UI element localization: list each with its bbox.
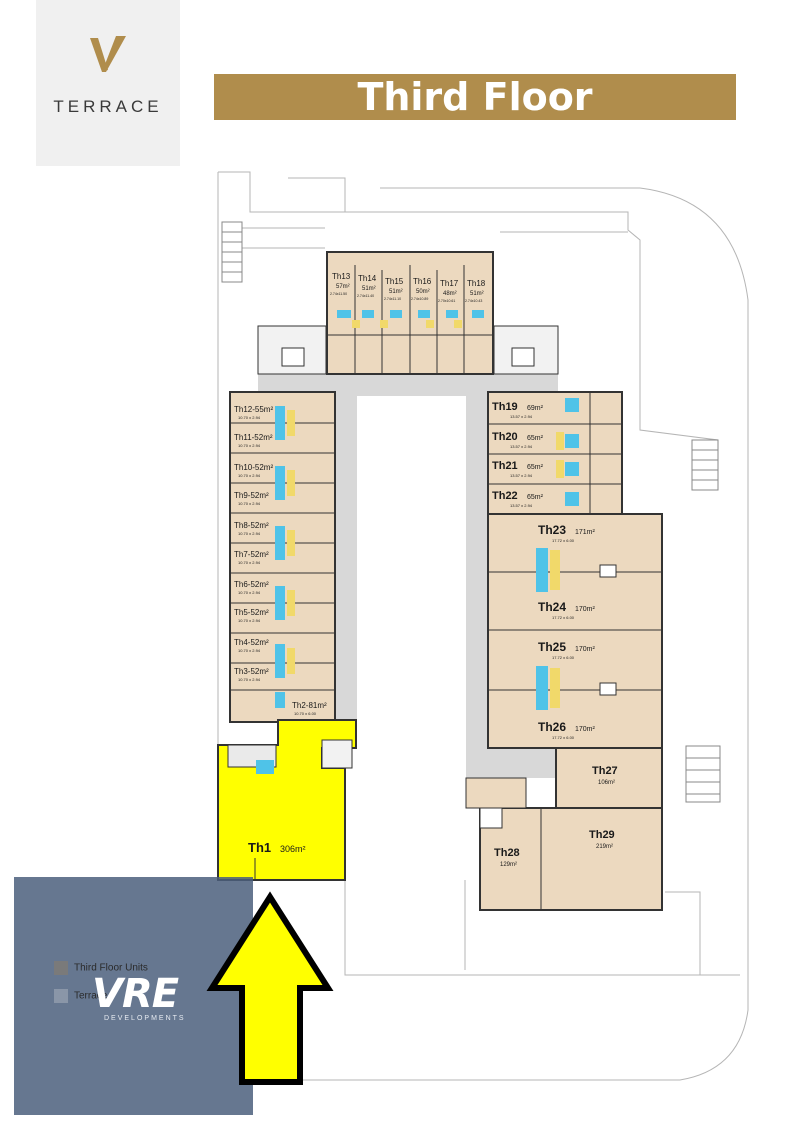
unit-th25-dims: 17.72 x 6.00: [552, 655, 575, 660]
unit-th1-name: Th1: [248, 840, 271, 855]
legend-label-terrace: Terrace: [74, 990, 108, 1002]
unit-th17-dims: 2.70x10.61: [438, 299, 455, 303]
unit-th4-dims: 10.70 x 2.94: [238, 648, 261, 653]
unit-th24-name: Th24: [538, 600, 566, 614]
unit-th1-highlight: [217, 719, 357, 881]
unit-th6-dims: 10.70 x 2.94: [238, 590, 261, 595]
unit-th15-dims: 2.74x11.10: [384, 297, 401, 301]
unit-th8-name: Th8-52m²: [234, 521, 269, 530]
corridor: [258, 374, 558, 778]
unit-th1-area: 306m²: [280, 844, 306, 854]
unit-th16-area: 50m²: [416, 289, 430, 295]
stair-right: [685, 439, 721, 803]
left-wing: [229, 391, 336, 723]
unit-th24-dims: 17.72 x 6.00: [552, 615, 575, 620]
right-wing-upper: [487, 391, 623, 515]
terrace-logo-mark-icon: [90, 36, 126, 72]
unit-th25-name: Th25: [538, 640, 566, 654]
watermark-logo: VRE: [92, 971, 179, 1017]
unit-th16-name: Th16: [413, 277, 432, 286]
unit-th7-dims: 10.70 x 2.94: [238, 560, 261, 565]
unit-th21-dims: 13.57 x 2.94: [510, 473, 533, 478]
unit-th23-name: Th23: [538, 523, 566, 537]
unit-th15-area: 51m²: [389, 289, 403, 295]
unit-th23-dims: 17.72 x 6.00: [552, 538, 575, 543]
unit-th14-area: 51m²: [362, 286, 376, 292]
elevator-core: [257, 325, 559, 375]
legend-swatch-terrace: [54, 989, 68, 1003]
page-title: Third Floor: [214, 74, 736, 120]
unit-th26-name: Th26: [538, 720, 566, 734]
legend-item-terrace: Terrace: [54, 989, 107, 1003]
unit-th11-name: Th11-52m²: [234, 433, 273, 442]
unit-th21-name: Th21: [492, 460, 518, 472]
legend-item-units: Third Floor Units: [54, 961, 148, 975]
unit-th18-dims: 2.74x10.43: [465, 299, 482, 303]
unit-th17-area: 48m²: [443, 291, 457, 297]
unit-th2-dims: 10.70 x 6.00: [294, 711, 317, 716]
bottom-right-block: [465, 747, 663, 911]
unit-th7-name: Th7-52m²: [234, 550, 269, 559]
unit-th17-name: Th17: [440, 279, 459, 288]
unit-th20-dims: 13.57 x 2.94: [510, 444, 533, 449]
unit-th22-area: 65m²: [527, 494, 544, 501]
unit-th16-dims: 2.74x10.89: [411, 297, 428, 301]
unit-th2-name: Th2-81m²: [292, 701, 327, 710]
unit-th28-area: 129m²: [500, 862, 517, 868]
unit-th10-dims: 10.70 x 2.94: [238, 473, 261, 478]
unit-th5-name: Th5-52m²: [234, 608, 269, 617]
unit-th27-area: 106m²: [598, 780, 615, 786]
unit-labels: Th13 57m² 2.74x11.50 Th14 51m² 2.74x11.4…: [234, 272, 618, 868]
unit-th15-name: Th15: [385, 277, 404, 286]
unit-th5-dims: 10.70 x 2.94: [238, 618, 261, 623]
unit-th28-name: Th28: [494, 847, 520, 859]
legend-overlay: Third Floor Units Terrace VRE DEVELOPMEN…: [14, 877, 253, 1115]
unit-th29-area: 219m²: [596, 844, 613, 850]
unit-th13-area: 57m²: [336, 284, 350, 290]
brand-logo: TERRACE: [36, 0, 180, 166]
legend-label-units: Third Floor Units: [74, 962, 148, 974]
watermark-sub: DEVELOPMENTS: [104, 1015, 186, 1022]
unit-th3-dims: 10.70 x 2.94: [238, 677, 261, 682]
unit-th25-area: 170m²: [575, 646, 596, 653]
unit-th21-area: 65m²: [527, 464, 544, 471]
unit-th12-dims: 10.70 x 2.94: [238, 415, 261, 420]
unit-th26-area: 170m²: [575, 726, 596, 733]
site-outline: [217, 171, 749, 1081]
unit-th13-dims: 2.74x11.50: [330, 292, 347, 296]
unit-th19-name: Th19: [492, 401, 518, 413]
unit-th11-dims: 10.70 x 2.94: [238, 443, 261, 448]
legend-swatch-units: [54, 961, 68, 975]
unit-th22-dims: 13.57 x 2.94: [510, 503, 533, 508]
unit-th22-name: Th22: [492, 490, 518, 502]
unit-th3-name: Th3-52m²: [234, 667, 269, 676]
unit-th20-area: 65m²: [527, 435, 544, 442]
unit-th6-name: Th6-52m²: [234, 580, 269, 589]
unit-th23-area: 171m²: [575, 529, 596, 536]
logo-text: TERRACE: [53, 97, 163, 116]
unit-th9-dims: 10.70 x 2.94: [238, 501, 261, 506]
unit-th19-dims: 13.57 x 2.94: [510, 414, 533, 419]
right-wing-lower: [487, 513, 663, 749]
unit-th18-name: Th18: [467, 279, 486, 288]
unit-th13-name: Th13: [332, 272, 351, 281]
unit-th24-area: 170m²: [575, 606, 596, 613]
unit-th18-area: 51m²: [470, 291, 484, 297]
unit-th14-dims: 2.74x11.40: [357, 294, 374, 298]
unit-th8-dims: 10.70 x 2.94: [238, 531, 261, 536]
unit-th19-area: 69m²: [527, 405, 544, 412]
unit-th9-name: Th9-52m²: [234, 491, 269, 500]
unit-th26-dims: 17.72 x 6.00: [552, 735, 575, 740]
unit-th10-name: Th10-52m²: [234, 463, 273, 472]
unit-th14-name: Th14: [358, 274, 377, 283]
unit-th29-name: Th29: [589, 829, 615, 841]
unit-th12-name: Th12-55m²: [234, 405, 273, 414]
unit-th4-name: Th4-52m²: [234, 638, 269, 647]
top-wing: [326, 251, 494, 375]
unit-th27-name: Th27: [592, 765, 618, 777]
stair-left: [221, 221, 243, 283]
unit-th20-name: Th20: [492, 431, 518, 443]
